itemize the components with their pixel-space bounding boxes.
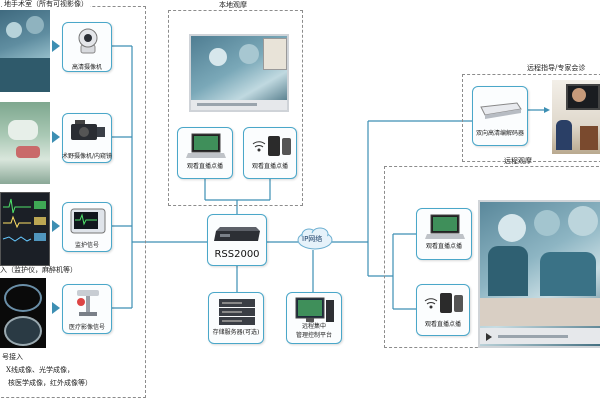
storage-server-device[interactable] bbox=[208, 292, 264, 344]
monitor-caption: 入（监护仪，麻醉机等） bbox=[0, 266, 77, 274]
cloud-icon bbox=[297, 227, 333, 250]
laptop-icon bbox=[186, 133, 226, 158]
monitor-signal-label: 监护信号 bbox=[74, 242, 99, 249]
camera-icon bbox=[78, 28, 98, 54]
expert-consult-photo bbox=[552, 80, 600, 154]
remote-viewing-title: 远程观摩 bbox=[504, 157, 532, 165]
ip-network-label: IP网络 bbox=[302, 235, 323, 243]
management-label: 管理控制平台 bbox=[295, 332, 332, 339]
watch-live-label-4: 观看直播点播 bbox=[424, 321, 461, 328]
imaging-signal-label: 医疗影像信号 bbox=[68, 324, 105, 331]
codec-box-icon bbox=[480, 102, 522, 119]
storage-server-label: 存储服务器(可选) bbox=[212, 329, 260, 336]
local-viewing-region bbox=[168, 10, 303, 206]
field-camera-label: 术野摄像机/内窥镜 bbox=[61, 153, 113, 160]
imaging-caption-3: 核医学成像，红外成像等） bbox=[8, 379, 92, 387]
remote-tablet-device[interactable] bbox=[416, 284, 470, 336]
local-video-player[interactable] bbox=[189, 34, 289, 112]
imaging-caption-2: X线成像、光学成像， bbox=[6, 366, 74, 374]
patient-monitor-photo bbox=[0, 192, 50, 266]
local-viewing-title: 本地观摩 bbox=[219, 1, 247, 9]
hd-camera-label: 高清摄像机 bbox=[71, 64, 102, 71]
codec-label: 双向高清编解码器 bbox=[475, 130, 524, 137]
local-or-title: 地手术室（所有可视影像） bbox=[2, 0, 90, 9]
imaging-caption-1: 号接入 bbox=[2, 353, 23, 361]
remote-laptop-device[interactable] bbox=[416, 208, 472, 260]
expert-title: 远程指导/专家会诊 bbox=[527, 64, 586, 72]
watch-live-label-2: 观看直播点播 bbox=[251, 163, 288, 170]
surgery-photo-1 bbox=[0, 10, 50, 92]
local-tablet-device[interactable] bbox=[243, 127, 297, 179]
imaging-signal-device[interactable] bbox=[62, 284, 112, 334]
management-label-line1: 远程集中 bbox=[301, 323, 326, 330]
surgery-photo-2 bbox=[0, 102, 50, 184]
rss2000-label: RSS2000 bbox=[214, 249, 260, 260]
watch-live-label-3: 观看直播点播 bbox=[425, 243, 462, 250]
ip-network-cloud: IP网络 bbox=[296, 226, 334, 250]
local-laptop-device[interactable] bbox=[177, 127, 233, 179]
expert-region bbox=[462, 74, 600, 162]
remote-video-player[interactable] bbox=[478, 200, 600, 348]
input-arrows bbox=[52, 40, 60, 314]
rss2000-device[interactable]: RSS2000 bbox=[207, 214, 267, 266]
medical-imaging-photo bbox=[0, 278, 46, 348]
watch-live-label-1: 观看直播点播 bbox=[186, 163, 223, 170]
wireless-tablet-icon bbox=[424, 293, 463, 313]
patient-monitor-icon bbox=[70, 208, 106, 234]
management-platform-device[interactable] bbox=[286, 292, 342, 344]
storage-server-icon bbox=[219, 299, 255, 325]
laptop-icon bbox=[425, 214, 465, 239]
wireless-tablet-icon bbox=[252, 136, 291, 156]
monitor-signal-device[interactable] bbox=[62, 202, 112, 252]
rack-server-icon bbox=[214, 227, 260, 241]
video-camera-icon bbox=[71, 120, 105, 140]
hd-camera-device[interactable] bbox=[62, 22, 112, 72]
desktop-pc-icon bbox=[295, 297, 334, 322]
field-camera-device[interactable] bbox=[62, 113, 112, 163]
codec-device[interactable] bbox=[472, 86, 528, 146]
xray-icon bbox=[77, 290, 99, 316]
